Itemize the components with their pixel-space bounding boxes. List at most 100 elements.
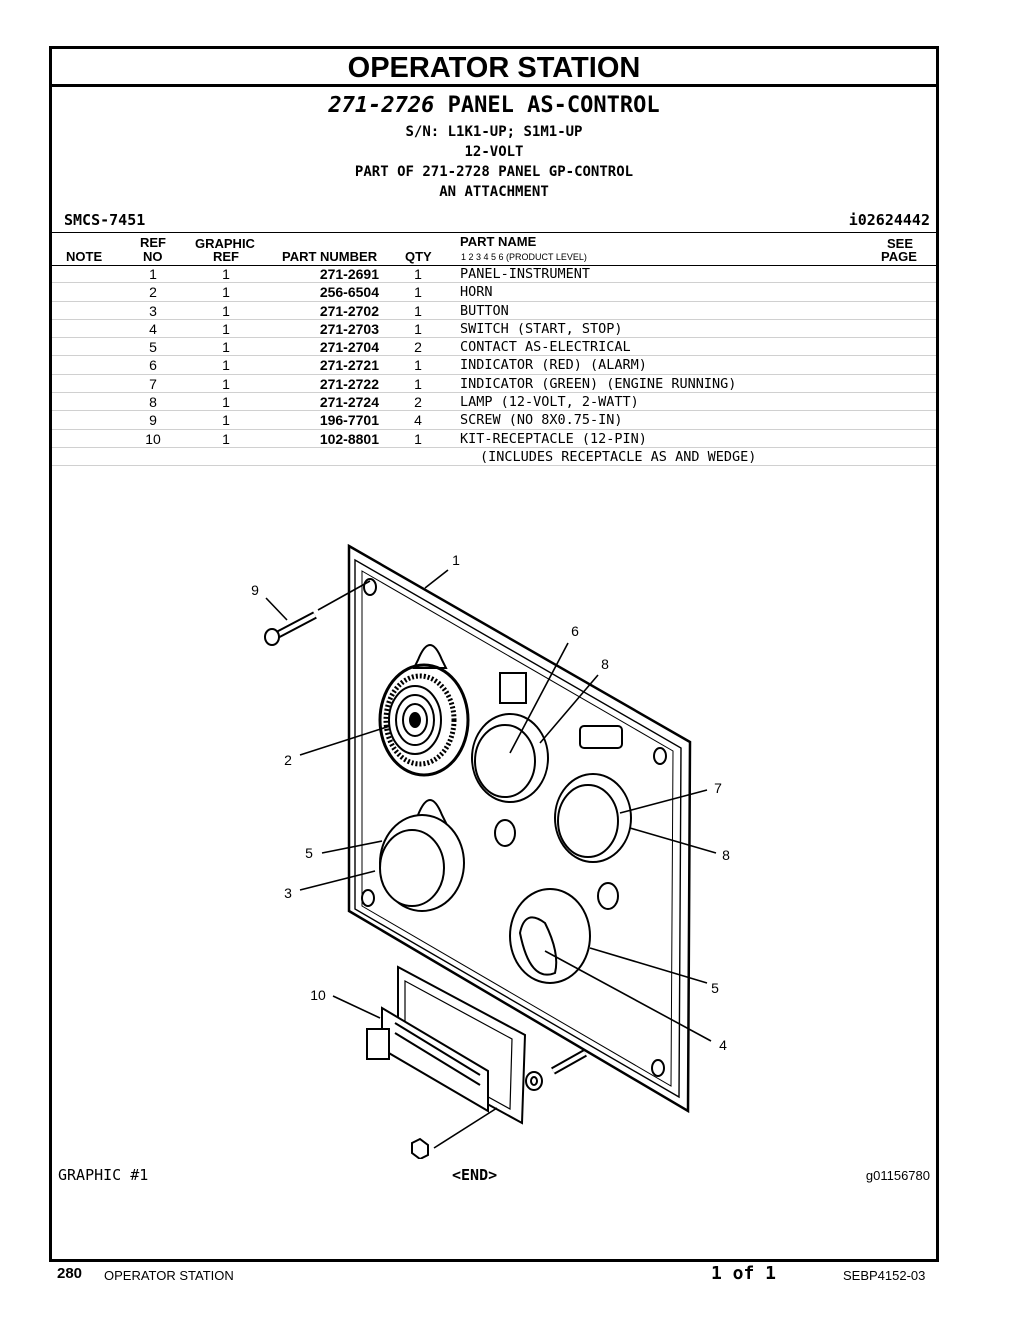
voltage: 12-VOLT bbox=[464, 144, 524, 160]
callout: 4 bbox=[719, 1037, 727, 1053]
ref-no: 1 bbox=[149, 266, 157, 282]
engine-symbol bbox=[499, 672, 527, 704]
part-name: INDICATOR (RED) (ALARM) bbox=[460, 357, 647, 374]
qty: 1 bbox=[414, 284, 422, 301]
screw bbox=[551, 1049, 587, 1075]
part-of: PART OF 271-2728 PANEL GP-CONTROL bbox=[354, 164, 634, 180]
part-number: 271-2722 bbox=[319, 375, 379, 392]
page-title: OPERATOR STATION bbox=[52, 49, 936, 87]
page-frame: OPERATOR STATION 271-2726 PANEL AS-CONTR… bbox=[49, 46, 939, 1262]
exploded-view-graphic: 1 9 6 8 2 7 5 8 3 5 10 4 bbox=[251, 543, 730, 1159]
qty: 1 bbox=[414, 266, 422, 282]
part-number: 196-7701 bbox=[319, 412, 379, 429]
attachment: AN ATTACHMENT bbox=[439, 184, 549, 200]
callout: 8 bbox=[601, 656, 609, 672]
nut bbox=[411, 1137, 429, 1159]
graphic-ref: 1 bbox=[222, 320, 230, 337]
col-part-name: PART NAME bbox=[460, 234, 537, 249]
qty: 4 bbox=[414, 412, 422, 429]
lamp-symbol bbox=[579, 725, 623, 749]
mount-hole bbox=[653, 747, 667, 765]
part-name: SCREW (NO 8X0.75-IN) bbox=[460, 412, 623, 429]
graphic-ref: 1 bbox=[222, 266, 230, 282]
callout: 3 bbox=[284, 885, 292, 901]
blank-hole bbox=[494, 819, 516, 847]
part-number: 256-6504 bbox=[319, 284, 379, 301]
callout: 7 bbox=[714, 780, 722, 796]
footer-doc-number: SEBP4152-03 bbox=[843, 1268, 926, 1283]
assembly-heading: 271-2726 PANEL AS-CONTROL bbox=[52, 93, 936, 118]
graphic-ref: 1 bbox=[222, 412, 230, 429]
col-note: NOTE bbox=[66, 249, 103, 264]
col-product-level: 1 2 3 4 5 6 (PRODUCT LEVEL) bbox=[461, 252, 587, 262]
callout: 1 bbox=[452, 552, 460, 568]
graphic-ref: 1 bbox=[222, 430, 230, 447]
ref-no: 8 bbox=[149, 394, 157, 411]
ref-no: 5 bbox=[149, 339, 157, 356]
mount-hole bbox=[361, 889, 375, 907]
graphic-id: g01156780 bbox=[865, 1168, 930, 1183]
graphic-ref: 1 bbox=[222, 302, 230, 319]
part-name: BUTTON bbox=[460, 302, 509, 319]
blank-hole bbox=[597, 882, 619, 910]
ref-no: 2 bbox=[149, 284, 157, 301]
graphic-ref: 1 bbox=[222, 357, 230, 374]
qty: 1 bbox=[414, 320, 422, 337]
part-name: SWITCH (START, STOP) bbox=[460, 320, 623, 337]
table-row-note: (INCLUDES RECEPTACLE AS AND WEDGE) bbox=[52, 448, 936, 467]
qty: 2 bbox=[414, 394, 422, 411]
part-number: 271-2704 bbox=[319, 339, 379, 356]
callout: 9 bbox=[251, 582, 259, 598]
part-name: LAMP (12-VOLT, 2-WATT) bbox=[460, 394, 639, 411]
col-part-number: PART NUMBER bbox=[282, 249, 378, 264]
qty: 1 bbox=[414, 430, 422, 447]
bell-symbol bbox=[412, 799, 448, 824]
qty: 1 bbox=[414, 357, 422, 374]
assembly-name: PANEL AS-CONTROL bbox=[447, 93, 660, 118]
qty: 1 bbox=[414, 375, 422, 392]
part-name: KIT-RECEPTACLE (12-PIN) bbox=[460, 430, 647, 447]
col-graphic-top: GRAPHIC bbox=[195, 236, 255, 251]
end-marker: <END> bbox=[452, 1166, 498, 1184]
table-row: 7 1 271-2722 1 INDICATOR (GREEN) (ENGINE RUN… bbox=[52, 375, 936, 394]
graphic-ref: 1 bbox=[222, 394, 230, 411]
part-number: 102-8801 bbox=[319, 430, 379, 447]
ref-no: 4 bbox=[149, 320, 157, 337]
col-see-top: SEE bbox=[887, 236, 914, 251]
part-name-note: (INCLUDES RECEPTACLE AS AND WEDGE) bbox=[480, 448, 757, 465]
part-name: CONTACT AS-ELECTRICAL bbox=[460, 339, 631, 356]
table-row: 8 1 271-2724 2 LAMP (12-VOLT, 2-WATT) bbox=[52, 393, 936, 412]
qty: 2 bbox=[414, 339, 422, 356]
table-row: 5 1 271-2704 2 CONTACT AS-ELECTRICAL bbox=[52, 338, 936, 357]
part-number: 271-2691 bbox=[319, 266, 379, 282]
graphic-ref: 1 bbox=[222, 339, 230, 356]
ref-no: 7 bbox=[149, 375, 157, 392]
callout: 10 bbox=[310, 987, 326, 1003]
bell-symbol bbox=[412, 644, 448, 669]
table-header: NOTE REF NO GRAPHIC REF PART NUMBER QTY … bbox=[52, 232, 936, 266]
assembly-part-number: 271-2726 bbox=[328, 93, 435, 118]
screw bbox=[264, 611, 317, 646]
part-name: INDICATOR (GREEN) (ENGINE RUNNING) bbox=[460, 375, 737, 392]
footer-page-number: 280 bbox=[57, 1265, 83, 1282]
col-see-bottom: PAGE bbox=[881, 249, 917, 264]
illustration-id: i02624442 bbox=[848, 211, 930, 229]
graphic-ref: 1 bbox=[222, 284, 230, 301]
footer-section: OPERATOR STATION bbox=[104, 1268, 234, 1283]
callout: 5 bbox=[711, 980, 719, 996]
part-number: 271-2724 bbox=[319, 394, 379, 411]
callout: 2 bbox=[284, 752, 292, 768]
smcs-code: SMCS-7451 bbox=[64, 211, 146, 229]
graphic-ref: 1 bbox=[222, 375, 230, 392]
ref-no: 3 bbox=[149, 302, 157, 319]
qty: 1 bbox=[414, 302, 422, 319]
ref-no: 6 bbox=[149, 357, 157, 374]
